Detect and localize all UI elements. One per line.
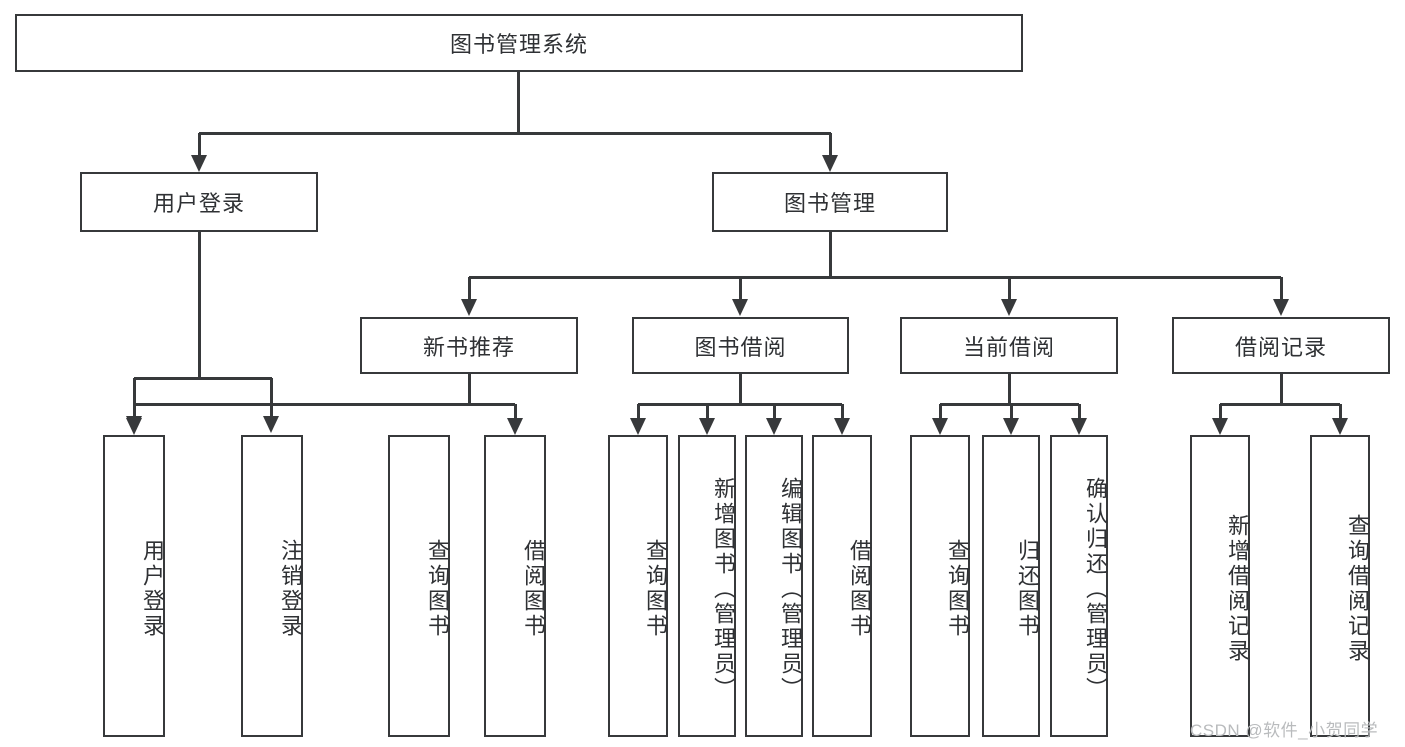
- connector-group-0-stem: [468, 374, 471, 404]
- connector-group-1-drop-3: [841, 404, 844, 418]
- leaf-node-label: 编辑图书（管理员）: [778, 476, 803, 702]
- connector-root-stem: [517, 72, 520, 134]
- arrowhead-to-book-manage: [822, 155, 838, 172]
- node-root-system-label: 图书管理系统: [449, 32, 588, 57]
- leaf-node-label: 借阅图书: [521, 539, 546, 639]
- connector-user-drop-b: [270, 378, 273, 416]
- arrowhead-group-2-child-0: [932, 418, 948, 435]
- connector-user-stem: [198, 232, 201, 378]
- node-book-borrow-label: 图书借阅: [694, 334, 787, 360]
- connector-group-3-drop-1: [1339, 404, 1342, 418]
- node-book-management-label: 图书管理: [783, 191, 876, 216]
- leaf-node[interactable]: 用户登录: [103, 435, 165, 737]
- leaf-node[interactable]: 确认归还（管理员）: [1050, 435, 1108, 737]
- leaf-node-label: 查询图书: [643, 539, 668, 639]
- connector-group-0-drop-1: [514, 404, 517, 418]
- leaf-node[interactable]: 新增借阅记录: [1190, 435, 1250, 737]
- arrowhead-group-3-child-1: [1332, 418, 1348, 435]
- connector-group-0-bus: [134, 403, 515, 406]
- node-current-borrow[interactable]: 当前借阅: [900, 317, 1118, 374]
- connector-group-2-drop-0: [939, 404, 942, 418]
- connector-book-stem: [829, 232, 832, 278]
- node-borrow-record-label: 借阅记录: [1234, 334, 1327, 360]
- arrowhead-group-1-child-0: [630, 418, 646, 435]
- node-user-login[interactable]: 用户登录: [80, 172, 318, 232]
- leaf-node-label: 确认归还（管理员）: [1083, 476, 1108, 702]
- leaf-node-label: 查询图书: [425, 539, 450, 639]
- leaf-node-label: 查询借阅记录: [1345, 514, 1370, 664]
- connector-group-1-drop-1: [706, 404, 709, 418]
- node-current-borrow-label: 当前借阅: [962, 334, 1055, 360]
- arrowhead-book-child-0: [461, 299, 477, 316]
- leaf-node[interactable]: 查询借阅记录: [1310, 435, 1370, 737]
- arrowhead-to-user-login: [191, 155, 207, 172]
- connector-group-2-drop-2: [1078, 404, 1081, 418]
- connector-user-drop-a: [133, 378, 136, 416]
- connector-book-drop-0: [468, 277, 471, 299]
- leaf-node[interactable]: 查询图书: [388, 435, 450, 737]
- connector-book-drop-3: [1280, 277, 1283, 299]
- leaf-node-label: 归还图书: [1015, 539, 1040, 639]
- connector-group-3-stem: [1280, 374, 1283, 404]
- leaf-node-label: 用户登录: [140, 539, 165, 639]
- connector-group-1-drop-2: [773, 404, 776, 418]
- connector-book-drop-2: [1008, 277, 1011, 299]
- connector-level1-bus: [199, 132, 831, 135]
- connector-user-bus: [134, 377, 272, 380]
- leaf-node[interactable]: 注销登录: [241, 435, 303, 737]
- leaf-node[interactable]: 查询图书: [608, 435, 668, 737]
- connector-level1-drop-right: [829, 133, 832, 155]
- leaf-node[interactable]: 查询图书: [910, 435, 970, 737]
- leaf-node[interactable]: 归还图书: [982, 435, 1040, 737]
- arrowhead-book-child-3: [1273, 299, 1289, 316]
- connector-book-drop-1: [739, 277, 742, 299]
- arrowhead-group-1-child-1: [699, 418, 715, 435]
- leaf-node-label: 注销登录: [278, 539, 303, 639]
- arrowhead-group-2-child-2: [1071, 418, 1087, 435]
- connector-group-2-stem: [1008, 374, 1011, 404]
- arrowhead-to-logout-leaf: [263, 416, 279, 433]
- leaf-node[interactable]: 借阅图书: [812, 435, 872, 737]
- arrowhead-group-2-child-1: [1003, 418, 1019, 435]
- connector-group-0-drop-0: [133, 404, 136, 418]
- node-book-borrow[interactable]: 图书借阅: [632, 317, 849, 374]
- leaf-node[interactable]: 编辑图书（管理员）: [745, 435, 803, 737]
- arrowhead-group-3-child-0: [1212, 418, 1228, 435]
- leaf-node-label: 新增图书（管理员）: [711, 476, 736, 702]
- arrowhead-book-child-2: [1001, 299, 1017, 316]
- connector-group-3-drop-0: [1219, 404, 1222, 418]
- csdn-watermark: CSDN @软件_小贺同学: [1190, 721, 1379, 740]
- arrowhead-group-0-child-1: [507, 418, 523, 435]
- connector-group-2-bus: [940, 403, 1079, 406]
- connector-group-1-stem: [739, 374, 742, 404]
- node-new-book-recommend-label: 新书推荐: [422, 334, 515, 360]
- node-new-book-recommend[interactable]: 新书推荐: [360, 317, 578, 374]
- connector-group-1-drop-0: [637, 404, 640, 418]
- connector-group-3-bus: [1220, 403, 1340, 406]
- arrowhead-group-1-child-3: [834, 418, 850, 435]
- connector-level1-drop-left: [198, 133, 201, 155]
- node-book-management[interactable]: 图书管理: [712, 172, 948, 232]
- leaf-node-label: 新增借阅记录: [1225, 514, 1250, 664]
- arrowhead-group-1-child-2: [766, 418, 782, 435]
- leaf-node[interactable]: 新增图书（管理员）: [678, 435, 736, 737]
- node-root-system[interactable]: 图书管理系统: [15, 14, 1023, 72]
- connector-group-2-drop-1: [1010, 404, 1013, 418]
- arrowhead-group-0-child-0: [126, 418, 142, 435]
- leaf-node-label: 查询图书: [945, 539, 970, 639]
- connector-book-bus: [469, 276, 1281, 279]
- node-borrow-record[interactable]: 借阅记录: [1172, 317, 1390, 374]
- node-user-login-label: 用户登录: [152, 191, 245, 216]
- leaf-node[interactable]: 借阅图书: [484, 435, 546, 737]
- arrowhead-book-child-1: [732, 299, 748, 316]
- connector-group-1-bus: [638, 403, 842, 406]
- leaf-node-label: 借阅图书: [847, 539, 872, 639]
